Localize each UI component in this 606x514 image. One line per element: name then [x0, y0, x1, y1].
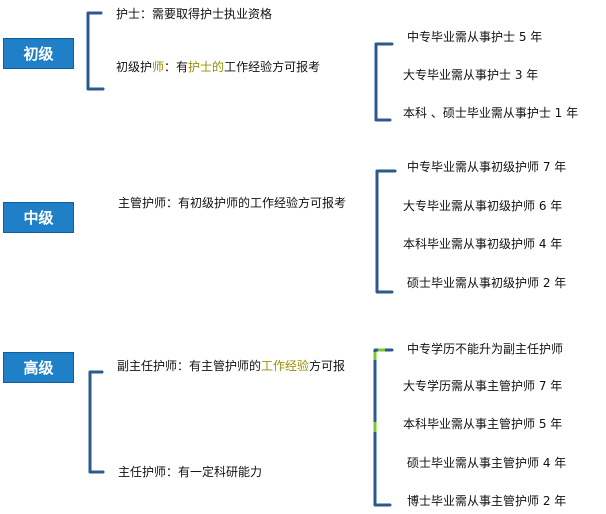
bracket-chuji-roles — [86, 11, 105, 91]
req-chuji-3: 本科 、硕士毕业需从事护士 1 年 — [403, 106, 579, 120]
req-gaoji-3: 本科毕业需从事主管护师 5 年 — [403, 417, 563, 431]
role-gaoji-deputy-chief: 副主任护师：有主管护师的工作经验方可报 — [117, 359, 346, 373]
role-zhongji-supervisor: 主管护师：有初级护师的工作经验方可报考 — [118, 196, 347, 210]
role-gaoji-chief: 主任护师：有一定科研能力 — [118, 465, 263, 479]
req-zhongji-4: 硕士毕业需从事初级护师 2 年 — [407, 276, 567, 290]
level-box-zhongji: 中级 — [3, 202, 74, 233]
req-chuji-1: 中专毕业需从事护士 5 年 — [407, 30, 543, 44]
bracket-gaoji-requirements — [373, 348, 394, 507]
req-gaoji-4: 硕士毕业需从事主管护师 4 年 — [407, 456, 567, 470]
req-zhongji-2: 大专毕业需从事初级护师 6 年 — [403, 199, 563, 213]
role-chuji-nurse-practitioner: 初级护师：有护士的工作经验方可报考 — [116, 60, 321, 74]
req-zhongji-3: 本科毕业需从事初级护师 4 年 — [403, 237, 563, 251]
req-zhongji-1: 中专毕业需从事初级护师 7 年 — [407, 160, 567, 174]
level-box-chuji: 初级 — [3, 38, 74, 69]
bracket-zhongji-requirements — [375, 169, 397, 294]
bracket-gaoji-roles — [88, 370, 105, 474]
level-box-gaoji: 高级 — [3, 352, 74, 383]
bracket-chuji-requirements — [374, 42, 394, 122]
req-gaoji-1: 中专学历不能升为副主任护师 — [407, 342, 564, 356]
req-gaoji-2: 大专学历需从事主管护师 7 年 — [403, 379, 563, 393]
req-chuji-2: 大专毕业需从事护士 3 年 — [403, 68, 539, 82]
req-gaoji-5: 博士毕业需从事主管护师 2 年 — [407, 494, 567, 508]
role-chuji-nurse: 护士：需要取得护士执业资格 — [116, 7, 273, 21]
